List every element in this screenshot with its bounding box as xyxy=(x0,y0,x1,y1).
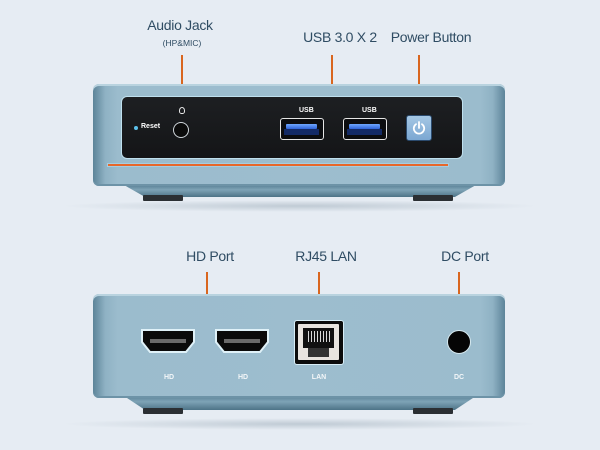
mic-icon xyxy=(179,107,185,114)
usb-1-label: USB xyxy=(299,107,314,114)
usb-callout-line xyxy=(331,55,333,95)
rj45-latch xyxy=(308,348,329,357)
audio-jack-sublabel: (HP&MIC) xyxy=(162,38,202,48)
power-callout-line xyxy=(418,55,420,109)
usb-port-2[interactable] xyxy=(343,118,387,140)
rj45-housing xyxy=(298,324,339,360)
mini-pc-front-panel: Reset USB USB xyxy=(93,84,505,186)
dc-power-port[interactable] xyxy=(447,330,471,354)
front-device-shadow xyxy=(60,200,540,212)
dc-port-label: DC Port xyxy=(441,248,489,264)
usb-port-2-contacts xyxy=(347,129,382,135)
front-device-foot-left xyxy=(143,195,183,201)
rj45-lan-port[interactable] xyxy=(294,320,344,365)
power-button[interactable] xyxy=(406,115,432,141)
dc-caption: DC xyxy=(453,374,465,381)
usb-port-2-tongue xyxy=(349,124,380,129)
usb-label: USB 3.0 X 2 xyxy=(303,29,377,45)
front-port-panel: Reset USB USB xyxy=(121,96,463,159)
hdmi-port-1[interactable] xyxy=(140,328,196,354)
mini-pc-rear-panel: HD HD LAN DC xyxy=(93,294,505,398)
reset-label: Reset xyxy=(141,123,161,130)
front-accent-strip xyxy=(108,164,448,166)
rj45-pins xyxy=(308,331,330,342)
hd-1-caption: HD xyxy=(163,374,175,381)
power-icon xyxy=(412,121,426,135)
audio-jack-label: Audio Jack xyxy=(147,17,213,33)
rj45-socket xyxy=(303,328,334,348)
front-device-foot-right xyxy=(413,195,453,201)
power-button-label: Power Button xyxy=(390,29,472,45)
front-device-base xyxy=(124,185,476,197)
usb-port-1-contacts xyxy=(284,129,319,135)
hdmi-port-2[interactable] xyxy=(214,328,270,354)
lan-caption: LAN xyxy=(311,374,327,381)
rear-device-shadow xyxy=(60,418,540,430)
audio-jack-port[interactable] xyxy=(173,122,189,138)
usb-port-1[interactable] xyxy=(280,118,324,140)
rj45-lan-label: RJ45 LAN xyxy=(295,248,357,264)
reset-indicator-icon xyxy=(134,126,138,130)
hd-2-caption: HD xyxy=(237,374,249,381)
rear-device-foot-right xyxy=(413,408,453,414)
usb-port-1-tongue xyxy=(286,124,317,129)
hd-callout-line xyxy=(206,272,208,304)
hd-port-label: HD Port xyxy=(186,248,234,264)
usb-2-label: USB xyxy=(362,107,377,114)
rear-device-base xyxy=(124,396,476,410)
rear-device-foot-left xyxy=(143,408,183,414)
